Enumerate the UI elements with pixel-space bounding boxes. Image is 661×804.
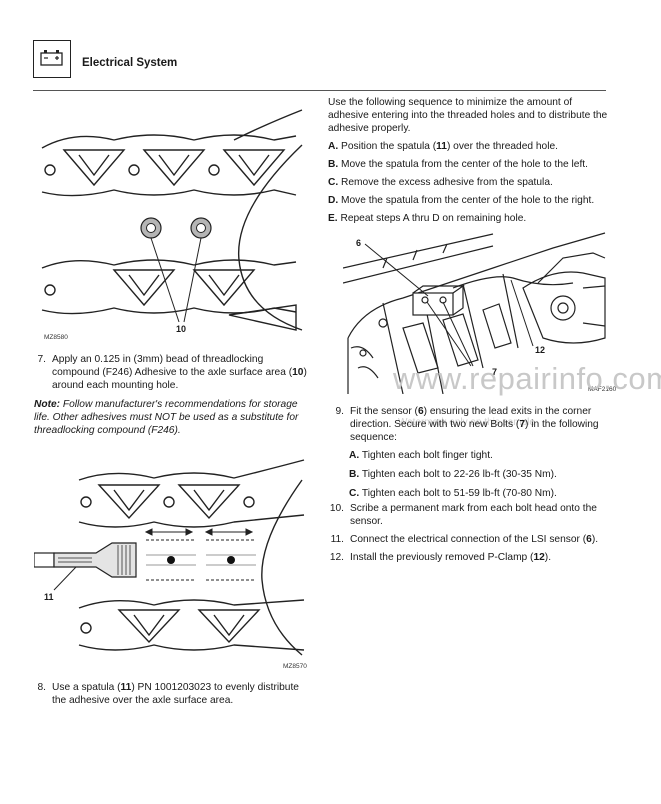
step-10: 10. Scribe a permanent mark from each bo… bbox=[328, 502, 613, 528]
step-9: 9. Fit the sensor (6) ensuring the lead … bbox=[328, 405, 613, 444]
step-text: Connect the electrical connection of the… bbox=[350, 534, 599, 545]
step-text: Apply an 0.125 in (3mm) bead of threadlo… bbox=[52, 354, 307, 391]
step-number: 12. bbox=[329, 552, 344, 563]
callout-7: 7 bbox=[492, 367, 498, 377]
step-11: 11. Connect the electrical connection of… bbox=[328, 533, 613, 546]
step-number: 9. bbox=[335, 406, 345, 417]
step-7: 7. Apply an 0.125 in (3mm) bead of threa… bbox=[30, 353, 310, 392]
adhesive-ring bbox=[140, 217, 162, 239]
figure-code: MZ8580 bbox=[44, 334, 68, 341]
torque-item: A. Tighten each bolt finger tight. bbox=[349, 450, 493, 461]
torque-list: A. Tighten each bolt finger tight. B. Ti… bbox=[349, 449, 609, 506]
sequence-item: C. Remove the excess adhesive from the s… bbox=[328, 177, 553, 188]
step-number: 10. bbox=[329, 503, 344, 514]
sequence-item: E. Repeat steps A thru D on remaining ho… bbox=[328, 213, 527, 224]
figure-spatula bbox=[34, 440, 309, 672]
callout-6: 6 bbox=[356, 238, 362, 248]
header-divider bbox=[33, 90, 606, 91]
torque-item: C. Tighten each bolt to 51-59 lb-ft (70-… bbox=[349, 488, 557, 499]
step-text: Scribe a permanent mark from each bolt h… bbox=[350, 503, 597, 527]
step-text: Use a spatula (11) PN 1001203023 to even… bbox=[52, 682, 299, 706]
note: Note: Follow manufacturer's recommendati… bbox=[34, 398, 304, 437]
step-number: 11. bbox=[330, 534, 344, 545]
threaded-hole bbox=[227, 556, 235, 564]
figure-sensor-install bbox=[343, 228, 607, 394]
step-text: Fit the sensor (6) ensuring the lead exi… bbox=[350, 406, 599, 443]
figure-axle-adhesive bbox=[34, 100, 304, 350]
sequence-item: A. Position the spatula (11) over the th… bbox=[328, 141, 558, 152]
threaded-hole bbox=[167, 556, 175, 564]
watermark: www.repairinfo.com bbox=[393, 361, 661, 396]
step-8: 8. Use a spatula (11) PN 1001203023 to e… bbox=[30, 681, 310, 707]
step-12: 12. Install the previously removed P-Cla… bbox=[328, 551, 613, 564]
callout-12: 12 bbox=[535, 345, 546, 355]
sequence-item: B. Move the spatula from the center of t… bbox=[328, 159, 588, 170]
page-title: Electrical System bbox=[82, 57, 178, 69]
watermark-sub: Watermark only on this sample bbox=[398, 417, 535, 428]
step-text: Install the previously removed P-Clamp (… bbox=[350, 552, 552, 563]
note-text: Follow manufacturer's recommendations fo… bbox=[34, 399, 299, 436]
figure-code: MAF2160 bbox=[588, 386, 617, 393]
sequence-item: D. Move the spatula from the center of t… bbox=[328, 195, 595, 206]
step-number: 8. bbox=[37, 682, 47, 693]
spatula-tool bbox=[34, 542, 137, 578]
note-label: Note: bbox=[34, 399, 61, 410]
sequence-list: A. Position the spatula (11) over the th… bbox=[328, 140, 613, 230]
sequence-intro: Use the following sequence to minimize t… bbox=[328, 97, 608, 134]
battery-icon bbox=[33, 40, 71, 78]
step-number: 7. bbox=[37, 354, 47, 365]
callout-10: 10 bbox=[176, 324, 187, 334]
callout-11: 11 bbox=[44, 592, 54, 602]
torque-item: B. Tighten each bolt to 22-26 lb-ft (30-… bbox=[349, 469, 557, 480]
adhesive-ring bbox=[190, 217, 212, 239]
figure-code: MZ8570 bbox=[283, 663, 307, 670]
